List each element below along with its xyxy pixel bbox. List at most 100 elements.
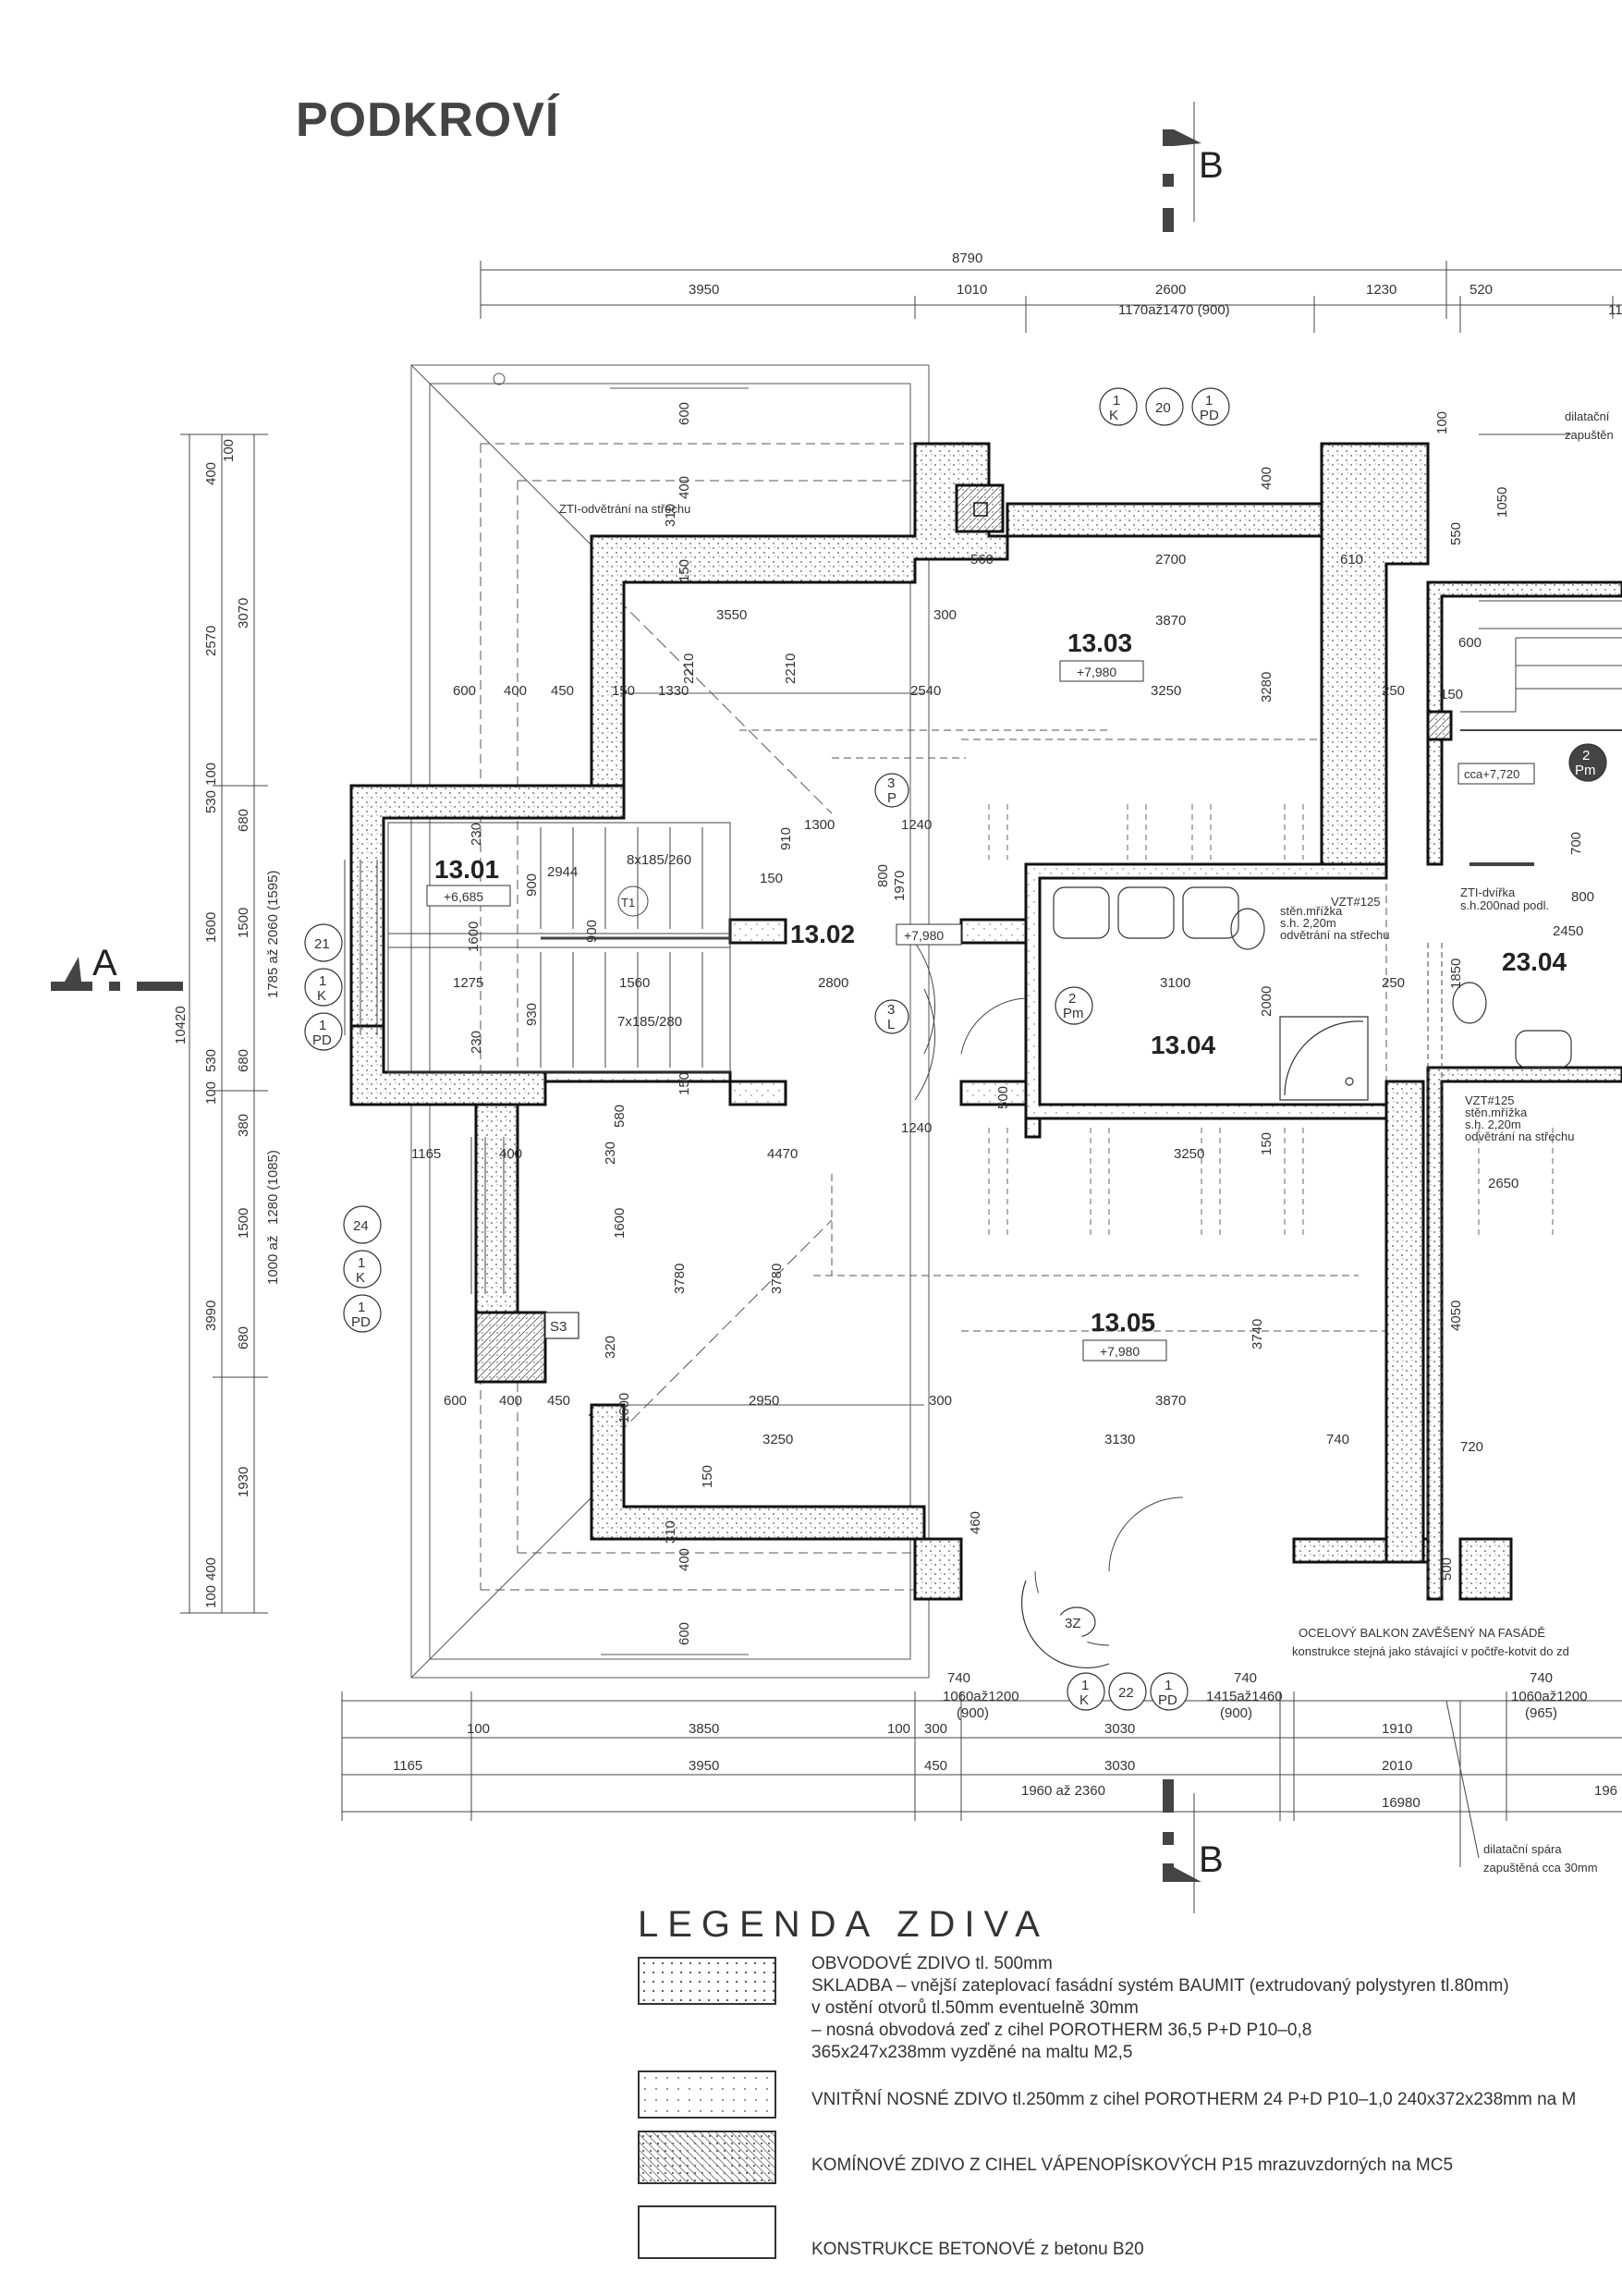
top-dimension-lines [480, 261, 1622, 333]
marker-3p-number: 3 [887, 776, 895, 791]
dim-inner-49: 400 [499, 1393, 522, 1409]
marker-20-pd: PD [1200, 408, 1219, 423]
dim-inner-69: 550 [1448, 522, 1464, 545]
dim-top-4: 1230 [1366, 282, 1396, 298]
dim-inner-68: 1050 [1494, 487, 1510, 518]
marker-24-one-a: 1 [358, 1255, 365, 1271]
right-stair-partial [1427, 434, 1622, 1867]
chimney-flue [973, 502, 988, 517]
marker-2pm-number: 2 [1068, 991, 1076, 1007]
dim-inner-32: 1240 [901, 1120, 932, 1136]
dim-inner-51: 1600 [616, 1393, 632, 1423]
dim-bottom-7: 3030 [1104, 1721, 1135, 1737]
dim-inner-74: 230 [603, 1142, 618, 1165]
room-13-03: 13.03 +7,980 [1059, 629, 1144, 682]
note-dilatacni: dilatační [1565, 409, 1610, 423]
room-23-04: 23.04 [1502, 947, 1567, 976]
dim-inner-9: 610 [1340, 552, 1363, 568]
dim-top-3: 2600 [1155, 282, 1186, 298]
dim-inner-56: 740 [1234, 1670, 1257, 1686]
note-odvetrani: odvětrání na střechu [1280, 928, 1390, 942]
dim-inner-11: 2540 [910, 683, 941, 699]
dim-left-17: 1000 až [265, 1236, 281, 1285]
dim-inner-31: 2000 [1259, 986, 1274, 1017]
dim-inner-50: 450 [547, 1393, 570, 1409]
dim-inner-7: 560 [970, 552, 994, 568]
marker-21 [304, 923, 343, 1051]
note-sten-mrizka: stěn.mřížka [1280, 904, 1343, 918]
note-dilatacni-spara: dilatační spára [1483, 1842, 1562, 1856]
marker-s3 [544, 1312, 579, 1339]
dim-left-3: 3070 [236, 598, 251, 629]
dim-inner-40: 3780 [769, 1264, 785, 1294]
dim-inner-23: 910 [778, 827, 794, 850]
dim-left-5: 530 [203, 790, 219, 813]
legend-text-outer-wall: OBVODOVÉ ZDIVO tl. 500mm SKLADBA – vnějš… [811, 1954, 1509, 2062]
dim-inner-3b: 310 [663, 1520, 678, 1544]
room-13-03-number: 13.03 [1067, 629, 1132, 657]
dim-left-12: 100 [203, 1081, 219, 1105]
left-dimension-labels: 10420 400 100 3070 2570 530 100 680 1600… [173, 439, 281, 1608]
dim-left-20: 1930 [236, 1467, 251, 1497]
marker-s3-label: S3 [550, 1319, 567, 1335]
inner-dimension-labels: 600 400 310 150 3 550 300 560 2700 610 38… [411, 402, 1594, 1686]
dim-inner-8: 2700 [1155, 552, 1186, 568]
marker-22-number: 22 [1118, 1685, 1134, 1701]
dim-top-3-sub: 1170až1470 (900) [1118, 302, 1230, 318]
note-odvetrani-b: odvětrání na střechu [1465, 1130, 1575, 1143]
dim-inner-3: 310 [663, 504, 678, 527]
section-mark-b-top: B [1163, 102, 1224, 232]
note-sten-mrizka-b: stěn.mřížka [1465, 1105, 1528, 1119]
note-vzt-125: VZT#125 [1331, 895, 1380, 909]
dim-inner-43: 300 [929, 1393, 952, 1409]
window-3-label: 1060až1200 [1511, 1689, 1588, 1704]
dim-inner-84: 150 [1259, 1132, 1274, 1155]
marker-20-number: 20 [1155, 400, 1171, 416]
dim-inner-24: 150 [760, 871, 783, 886]
dim-inner-58: 2450 [1553, 923, 1583, 939]
dim-inner-14: 600 [453, 683, 476, 699]
note-sh-220-b: s.h. 2,20m [1465, 1117, 1521, 1131]
marker-2pm-right-number: 2 [1582, 748, 1590, 763]
dim-left-22: 100 [203, 1585, 219, 1608]
dim-inner-71: 250 [1382, 683, 1405, 699]
dim-inner-74b: 230 [469, 823, 484, 846]
room-13-04: 13.04 [1151, 1031, 1215, 1059]
outer-walls [349, 442, 1622, 1601]
dim-inner-61: 720 [1460, 1439, 1483, 1455]
section-mark-b-bottom: B [1163, 1779, 1224, 1913]
dim-top-1: 3950 [689, 282, 719, 298]
dim-inner-70: 600 [1458, 635, 1482, 651]
dim-inner-29: 1560 [619, 975, 650, 991]
staircase [387, 822, 731, 1073]
window-1-sub: (900) [957, 1705, 989, 1721]
dim-inner-55: 740 [947, 1670, 970, 1686]
dim-bottom-3: 1165 [393, 1758, 422, 1774]
legend-title: LEGENDA ZDIVA [638, 1904, 1049, 1945]
dim-inner-4: 150 [677, 559, 692, 582]
dim-inner-81: 500 [995, 1086, 1011, 1109]
note-ocelovy-balkon: OCELOVÝ BALKON ZAVĚŠENÝ NA FASÁDĚ [1299, 1626, 1545, 1640]
marker-2pm-right-sub: Pm [1575, 763, 1596, 778]
marker-3p-sub: P [887, 790, 896, 806]
legend-swatch-chimney [638, 2131, 776, 2184]
dim-inner-38: 1600 [612, 1208, 628, 1239]
room-13-05-number: 13.05 [1091, 1308, 1155, 1337]
marker-3p [874, 773, 909, 808]
section-b-top-label: B [1199, 145, 1224, 186]
dim-inner-77: 900 [524, 873, 540, 897]
level-box [1457, 763, 1535, 785]
dim-inner-10: 3870 [1155, 613, 1186, 629]
dim-bottom-1: 3850 [689, 1721, 719, 1737]
dim-inner-13: 3280 [1259, 672, 1274, 702]
dim-bottom-6: 300 [924, 1721, 947, 1737]
dim-bottom-10: 1960 až 2360 [1021, 1783, 1105, 1799]
dim-inner-1: 600 [677, 402, 692, 425]
marker-24-k: K [356, 1270, 365, 1286]
dim-left-16: 1280 (1085) [265, 1150, 281, 1225]
room-13-02: 13.02 +7,980 [790, 920, 962, 948]
dim-inner-72: 100 [1434, 411, 1450, 434]
marker-3l-number: 3 [887, 1002, 895, 1018]
dim-inner-18: 1330 [658, 683, 689, 699]
dim-left-1: 400 [203, 462, 219, 485]
